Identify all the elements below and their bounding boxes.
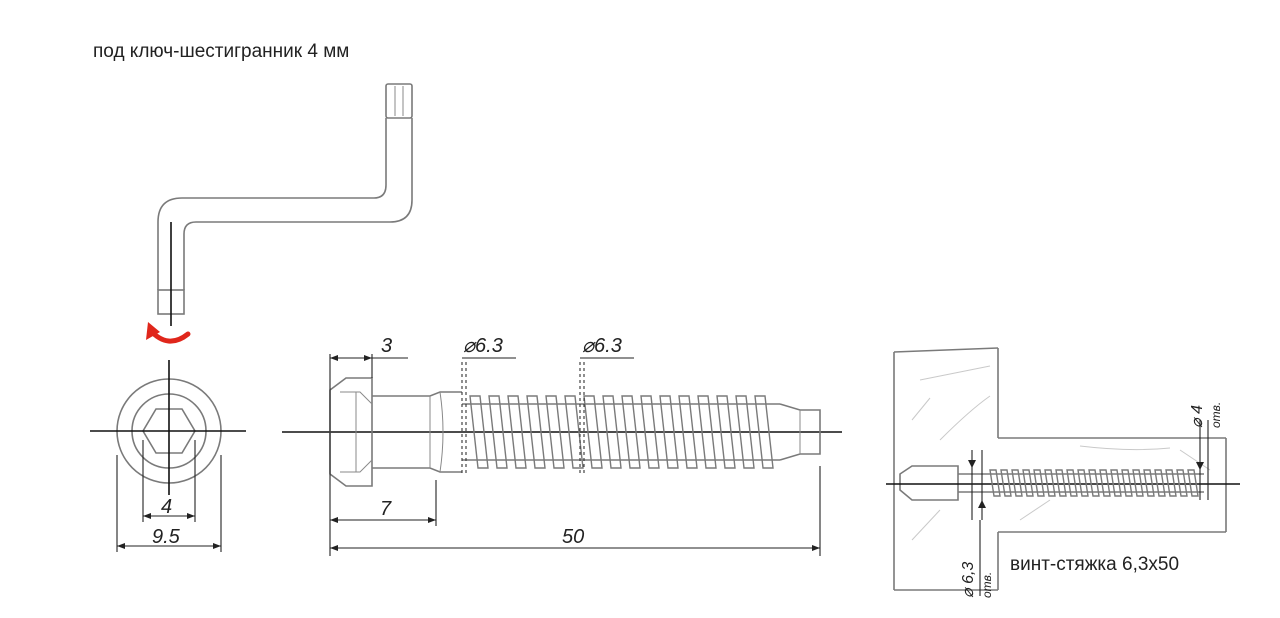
screw-side-view bbox=[282, 377, 842, 487]
hex-key-drawing bbox=[157, 83, 413, 326]
thread-crest bbox=[564, 395, 584, 469]
thread-crest bbox=[1000, 469, 1012, 497]
thread-crest bbox=[1022, 469, 1034, 497]
assembly-section-view bbox=[886, 347, 1240, 596]
thread-crest bbox=[469, 395, 489, 469]
thread-diameter-label: ⌀6.3 bbox=[582, 335, 622, 357]
thread-crest bbox=[1187, 469, 1199, 497]
thread-crest bbox=[659, 395, 679, 469]
thread-crest bbox=[583, 395, 603, 469]
side-view-dimensions bbox=[329, 354, 821, 556]
head-height-label: 3 bbox=[381, 335, 392, 357]
thread-crest bbox=[989, 469, 1001, 497]
thread-crest bbox=[526, 395, 546, 469]
shank-diameter-label: ⌀6.3 bbox=[463, 335, 503, 357]
thread-crest bbox=[1176, 469, 1188, 497]
thread-crest bbox=[1132, 469, 1144, 497]
thread-crest bbox=[735, 395, 755, 469]
thread-crest bbox=[488, 395, 508, 469]
hole-small-unit-label: отв. bbox=[1209, 402, 1223, 428]
thread-crest bbox=[716, 395, 736, 469]
assembly-screw-thread bbox=[989, 469, 1199, 497]
thread-crest bbox=[1110, 469, 1122, 497]
clockwise-rotation-arrow-icon bbox=[146, 322, 191, 344]
thread-crest bbox=[678, 395, 698, 469]
thread-crest bbox=[1121, 469, 1133, 497]
hole-large-annotation: ⌀ 6,3 отв. bbox=[960, 562, 994, 598]
thread-crest bbox=[1154, 469, 1166, 497]
thread-crest bbox=[1011, 469, 1023, 497]
thread-crest bbox=[1044, 469, 1056, 497]
head-diameter-label: 9.5 bbox=[152, 526, 181, 548]
hole-large-unit-label: отв. bbox=[980, 572, 994, 598]
product-caption: винт-стяжка 6,3х50 bbox=[1010, 554, 1179, 575]
thread-crest bbox=[754, 395, 774, 469]
shank-length-label: 7 bbox=[380, 498, 392, 520]
thread-crest bbox=[545, 395, 565, 469]
thread-crest bbox=[1088, 469, 1100, 497]
hex-size-label: 4 bbox=[161, 496, 172, 518]
thread-crest bbox=[1143, 469, 1155, 497]
hole-large-diameter-label: ⌀ 6,3 bbox=[960, 562, 977, 598]
thread-crest bbox=[1099, 469, 1111, 497]
thread-crest bbox=[1055, 469, 1067, 497]
thread-crest bbox=[1033, 469, 1045, 497]
thread-crest bbox=[1165, 469, 1177, 497]
hex-key-caption: под ключ-шестигранник 4 мм bbox=[93, 41, 349, 62]
thread-crest bbox=[697, 395, 717, 469]
thread-crest bbox=[602, 395, 622, 469]
screw-thread bbox=[469, 395, 774, 469]
screw-head-end-view bbox=[90, 360, 246, 552]
thread-crest bbox=[1077, 469, 1089, 497]
total-length-label: 50 bbox=[562, 526, 584, 548]
thread-crest bbox=[621, 395, 641, 469]
thread-crest bbox=[1066, 469, 1078, 497]
hole-small-annotation: ⌀ 4 отв. bbox=[1189, 402, 1223, 428]
thread-crest bbox=[640, 395, 660, 469]
thread-crest bbox=[507, 395, 527, 469]
hole-small-diameter-label: ⌀ 4 bbox=[1189, 405, 1206, 428]
